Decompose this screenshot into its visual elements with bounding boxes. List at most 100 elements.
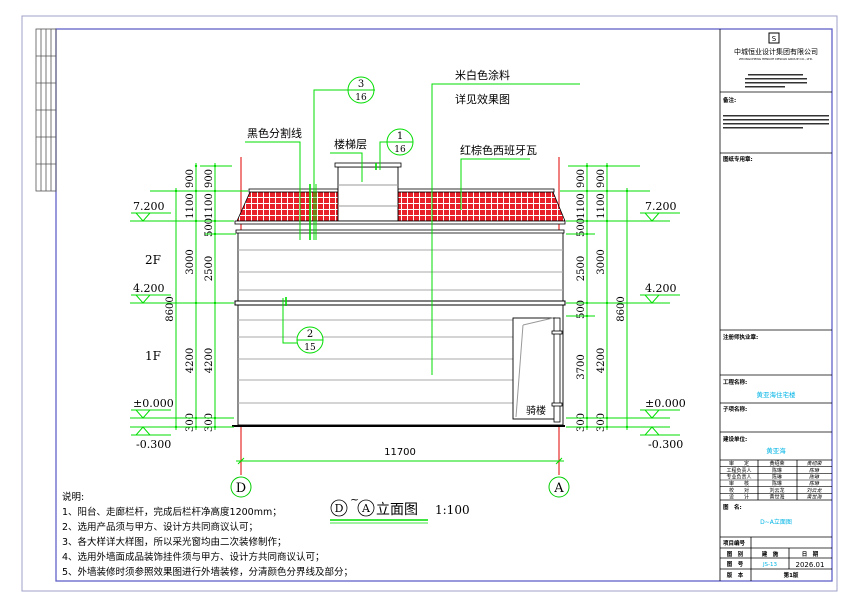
callout-tile: 红棕色西班牙瓦 (460, 143, 537, 157)
svg-text:校 对: 校 对 (729, 487, 749, 494)
svg-text:审 定: 审 定 (729, 460, 749, 467)
dimension-label: 1100 (185, 193, 196, 218)
svg-text:黄亚海住宅楼: 黄亚海住宅楼 (757, 390, 797, 399)
svg-text:陈琳: 陈琳 (809, 474, 820, 481)
svg-text:陈琳: 陈琳 (772, 480, 782, 487)
svg-text:子项名称:: 子项名称: (723, 405, 747, 413)
svg-text:图 别: 图 别 (727, 550, 744, 558)
dimension-label: 8600 (165, 296, 176, 321)
signoff-row: 校 对刘云龙刘云龙 (729, 487, 823, 494)
dimension-label: 2500 (576, 256, 587, 281)
qilou-arcade: 骑楼 (512, 317, 563, 423)
detail-ref-bubble: 116 (386, 128, 414, 156)
callout-paint-note: 详见效果图 (455, 92, 510, 106)
svg-text:7.200: 7.200 (645, 200, 677, 213)
dimension-label: 500 (204, 218, 215, 237)
svg-text:备注:: 备注: (722, 96, 736, 104)
signoff-row: 工程负责人陈琳陈琳 (726, 467, 820, 474)
svg-text:A: A (361, 502, 371, 515)
callout-divider: 黑色分割线 (247, 126, 302, 140)
level-marker: 7.200 (131, 200, 171, 222)
svg-text:~: ~ (350, 493, 359, 506)
svg-text:±0.000: ±0.000 (645, 397, 686, 410)
dimension-label: 500 (576, 218, 587, 237)
svg-text:黄亚海: 黄亚海 (766, 446, 786, 455)
svg-text:1:100: 1:100 (435, 503, 470, 517)
note-item: 5、外墙装修时须参照效果图进行外墙装修，分清颜色分界线及部分； (62, 566, 353, 578)
svg-text:图纸专用章:: 图纸专用章: (723, 155, 753, 163)
svg-text:±0.000: ±0.000 (133, 397, 174, 410)
svg-text:陈琳: 陈琳 (809, 480, 820, 487)
dimension-label: 1100 (204, 193, 215, 218)
note-item: 1、阳台、走廊栏杆，完成后栏杆净高度1200mm； (62, 506, 282, 518)
svg-text:项目编号: 项目编号 (723, 539, 746, 547)
dimension-label: 300 (596, 413, 607, 432)
dimension-label: 8600 (616, 296, 627, 321)
dimension-label: 1100 (596, 193, 607, 218)
signoff-row: 专业负责人 陈琳 陈琳 (726, 474, 820, 481)
note-item: 2、选用产品须与甲方、设计方共同商议认可； (62, 521, 258, 533)
svg-text:建 施: 建 施 (762, 550, 779, 558)
svg-text:JS-13: JS-13 (762, 562, 778, 568)
detail-number: 3 (358, 79, 364, 90)
dimensions: 8600900110030004200300900110050025004200… (130, 163, 686, 451)
dimension-label: 2500 (204, 256, 215, 281)
dimension-label: 900 (596, 169, 607, 188)
svg-text:-0.300: -0.300 (648, 438, 683, 451)
roof-tiles (397, 191, 566, 222)
detail-ref-bubble: 316 (347, 76, 375, 104)
floor-label: 2F (145, 253, 161, 267)
svg-text:说明:: 说明: (62, 491, 84, 503)
detail-number: 1 (397, 131, 403, 142)
axis-bubble-a: A (548, 476, 570, 498)
detail-ref-bubble: 215 (296, 326, 324, 354)
floor-label: 1F (145, 349, 161, 363)
svg-text:D~A立面图: D~A立面图 (760, 518, 792, 526)
dimension-label: 4200 (185, 348, 196, 373)
level-marker: -0.300 (640, 426, 683, 451)
dimension-label: 300 (204, 413, 215, 432)
inner-frame (55, 28, 833, 582)
signoff-row: 审 定黄绍荣黄绍荣 (729, 460, 823, 467)
stair-tower (337, 166, 399, 222)
svg-text:立面图: 立面图 (376, 502, 418, 518)
svg-text:陈琳: 陈琳 (772, 474, 782, 481)
svg-text:刘云龙: 刘云龙 (806, 487, 822, 494)
svg-text:日 期: 日 期 (802, 550, 819, 558)
dimension-chain: 8600 (165, 188, 178, 430)
signoff-row: 审 核陈琳陈琳 (729, 480, 820, 487)
callout-paint: 米白色涂料 (455, 68, 510, 82)
svg-text:D: D (236, 481, 246, 496)
svg-text:第1版: 第1版 (784, 571, 799, 579)
svg-text:图 号: 图 号 (727, 560, 744, 568)
note-item: 4、选用外墙面成品装饰挂件须与甲方、设计方共同商议认可； (62, 551, 325, 563)
svg-text:工程名称:: 工程名称: (723, 378, 747, 386)
building-elevation: 骑楼 (232, 162, 566, 427)
callout-leaders (245, 83, 580, 375)
detail-sheet: 16 (394, 145, 406, 155)
axis-bubble-d: D (230, 476, 252, 498)
detail-sheet: 15 (304, 343, 316, 353)
signoff-row: 设 计黄世海黄世海 (729, 494, 823, 501)
svg-text:注册师执业章:: 注册师执业章: (723, 333, 758, 341)
svg-text:黄绍荣: 黄绍荣 (806, 460, 822, 467)
qilou-label: 骑楼 (526, 404, 546, 417)
company-name: 中城恒业设计集团有限公司 (734, 47, 818, 56)
level-marker: -0.300 (131, 426, 171, 451)
svg-text:专业负责人: 专业负责人 (726, 474, 751, 481)
svg-text:图 名:: 图 名: (723, 503, 742, 511)
svg-text:工程负责人: 工程负责人 (726, 467, 751, 474)
dimension-label: 4200 (204, 348, 215, 373)
dimension-label: 900 (576, 169, 587, 188)
level-marker: 7.200 (640, 200, 680, 222)
svg-text:7.200: 7.200 (133, 200, 165, 213)
dimension-label: 4200 (596, 348, 607, 373)
level-marker: 4.200 (640, 282, 680, 304)
svg-text:4.200: 4.200 (133, 282, 165, 295)
dimension-label: 3000 (185, 249, 196, 274)
